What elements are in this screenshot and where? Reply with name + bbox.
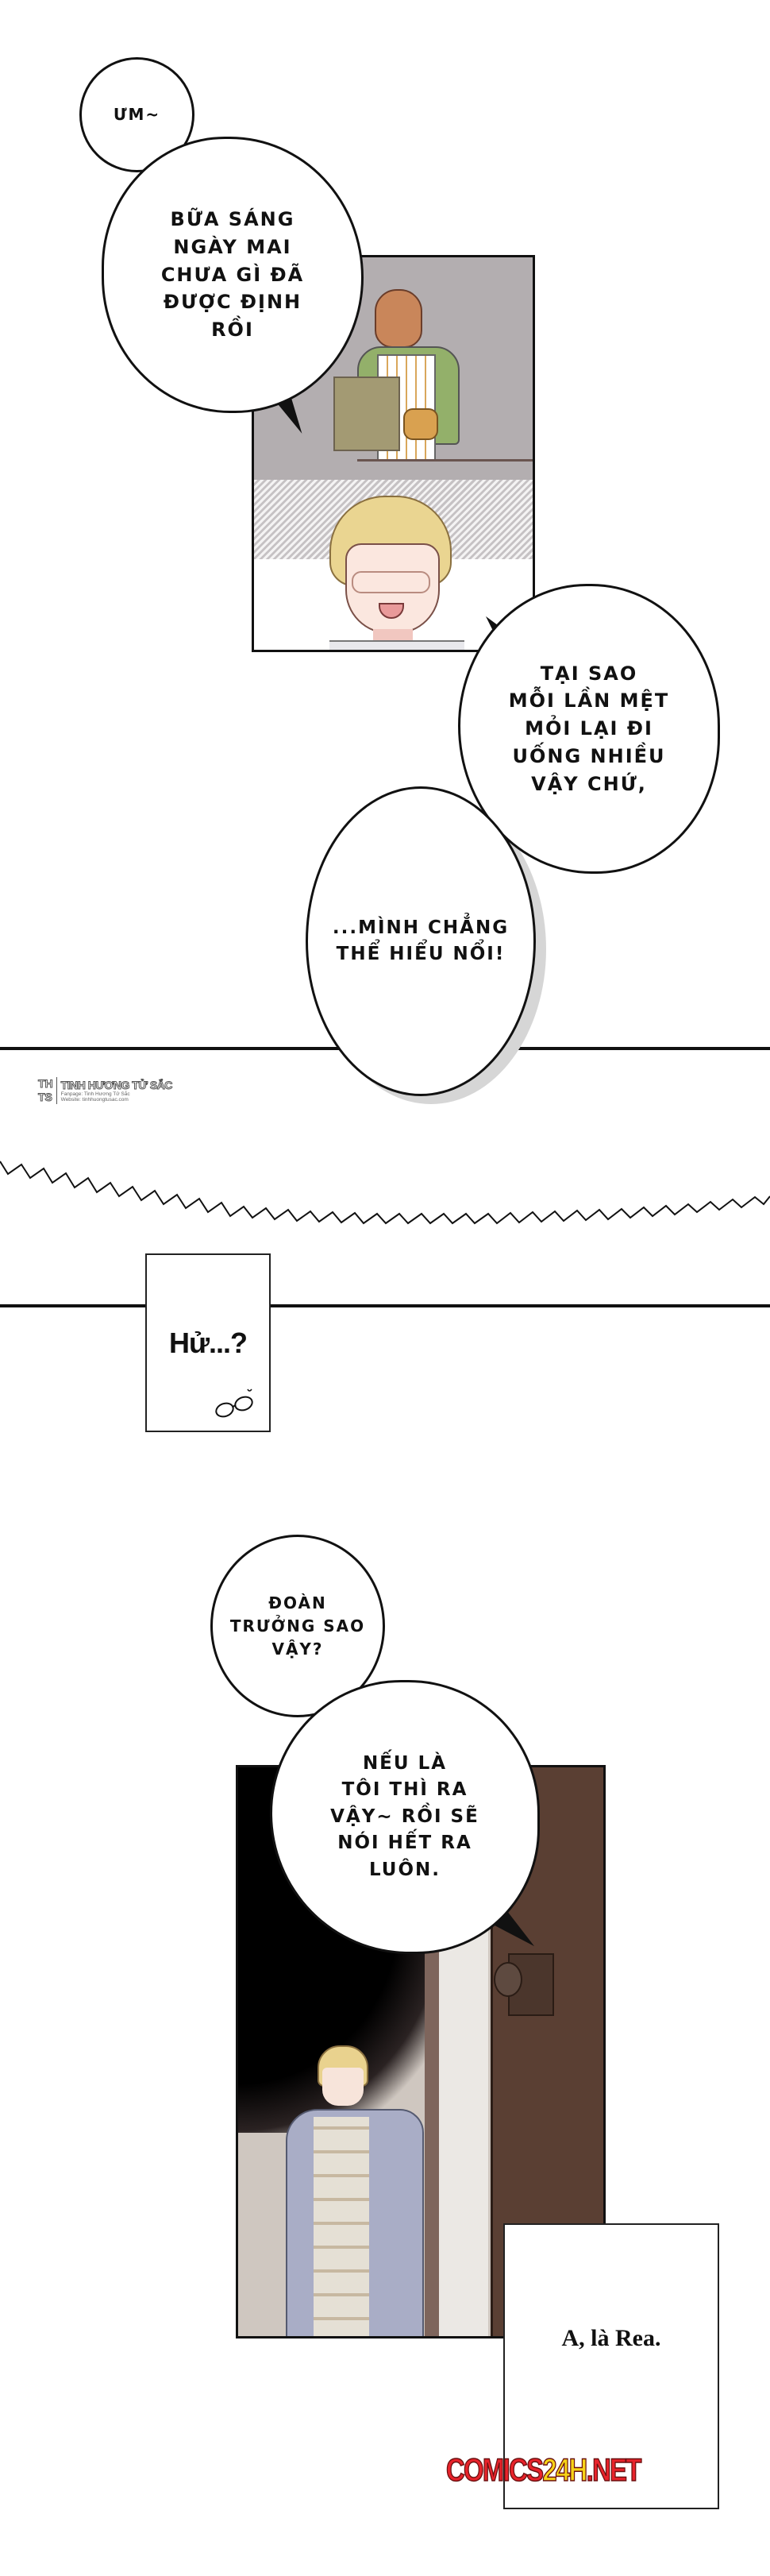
glasses-icon [215,1388,253,1418]
collar [329,640,464,650]
kitchen-panel [252,255,535,652]
counter-edge [357,459,533,462]
speech-bubble-answer: Nếu là tôi thì ra vậy~ rồi sẽ nói hết ra… [270,1680,540,1954]
site-watermark-net: .NET [586,2452,642,2489]
site-watermark-24h: 24H [542,2452,588,2489]
speech-bubble-question: Đoàn trưởng sao vậy? [210,1535,385,1717]
blond-man-figure [329,496,464,650]
speech-bubble-breakfast: Bữa sáng ngày mai chưa gì đã được định r… [102,137,364,413]
cooking-pot [333,377,400,451]
site-watermark: COMICS24H.NET [445,2452,642,2489]
watermark-fanpage: Fanpage: Tinh Hương Tử Sắc [60,1091,130,1097]
speech-bubble-cant-understand: ...Mình chẳng thể hiểu nổi! [306,786,536,1096]
caption-text: A, là Rea. [561,2325,661,2351]
bubble-text: Nếu là tôi thì ra vậy~ rồi sẽ nói hết ra… [330,1753,479,1880]
glasses-icon [352,571,430,593]
speech-bubble-um: Ưm~ [79,57,194,172]
speech-bubble-why: Tại sao mỗi lần mệt mỏi lại đi uống nhiề… [458,584,720,874]
plaid-pajamas [314,2117,369,2336]
bubble-text: Ưm~ [113,105,161,124]
cook-figure [333,289,468,461]
walking-man [270,2045,445,2336]
bubble-text: Bữa sáng ngày mai chưa gì đã được định r… [160,208,305,342]
site-watermark-comics: COMICS [445,2452,544,2489]
caption-box-rea: A, là Rea. [503,2223,719,2509]
door-knob [494,1962,522,1997]
bubble-text: Đoàn trưởng sao vậy? [229,1593,366,1659]
oven-mitt [403,408,438,440]
zigzag-transition-line [0,1161,770,1225]
scanlation-watermark: TH TS TINH HƯƠNG TỬ SẮC Fanpage: Tinh Hư… [38,1067,229,1114]
horizon-line [0,1304,770,1307]
watermark-title: TINH HƯƠNG TỬ SẮC [60,1079,173,1092]
face [322,2068,364,2106]
bubble-text: ...Mình chẳng thể hiểu nổi! [332,917,510,964]
bubble-text: Tại sao mỗi lần mệt mỏi lại đi uống nhiề… [508,662,670,795]
watermark-logo: TH TS [38,1077,57,1104]
caption-box-huh: Hử...? [145,1253,271,1432]
caption-text: Hử...? [168,1326,248,1359]
cook-head [375,289,422,348]
watermark-website: Website: tinhhuongtusac.com [60,1097,129,1103]
